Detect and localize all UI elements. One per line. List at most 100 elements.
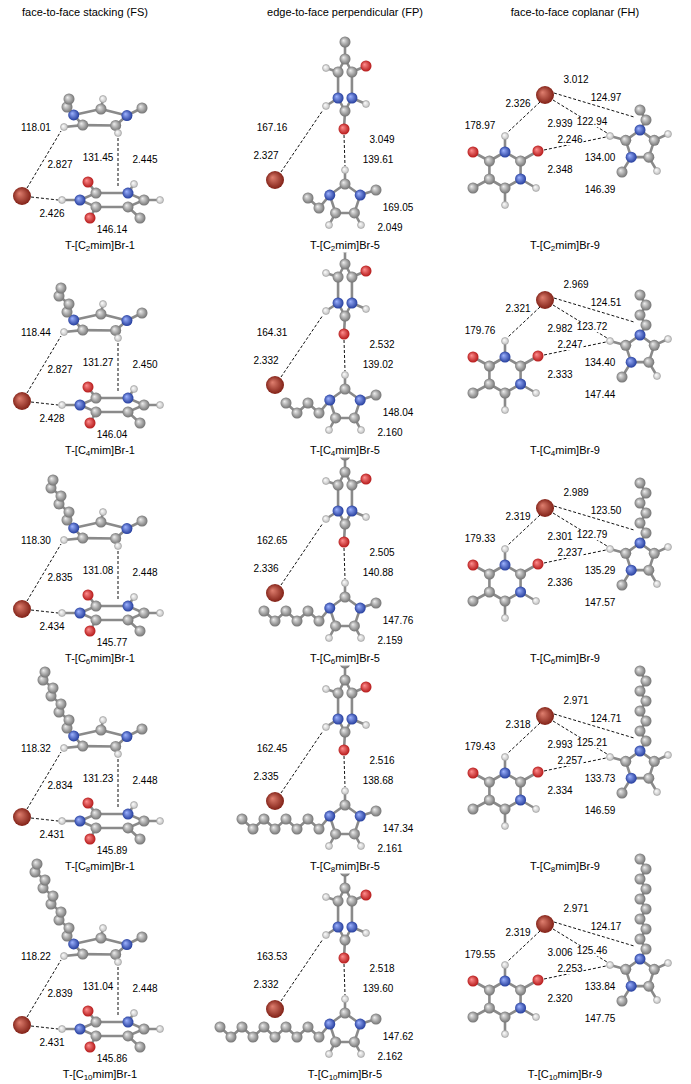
atom-ball xyxy=(323,103,330,110)
atom-ball xyxy=(91,406,102,417)
text-part: mim]Br-5 xyxy=(335,239,380,251)
bond-value: 2.334 xyxy=(546,786,573,796)
atom-ball xyxy=(324,811,335,822)
bond-value: 2.160 xyxy=(376,428,403,438)
atom-ball xyxy=(340,883,351,894)
text-part: 2.237 xyxy=(557,547,582,558)
atom-ball xyxy=(620,340,631,351)
atom-ball xyxy=(77,533,88,544)
bond-value: 146.59 xyxy=(584,806,617,816)
atom-ball xyxy=(323,724,330,731)
atom-ball xyxy=(48,475,59,486)
atom-ball xyxy=(326,843,333,850)
bond-value: 131.27 xyxy=(82,358,115,368)
bond-value: 179.76 xyxy=(464,326,497,336)
text-part: 2.327 xyxy=(253,150,278,161)
text-part: 139.02 xyxy=(363,359,394,370)
atom-ball xyxy=(515,587,526,598)
atom-ball xyxy=(13,808,31,826)
atom-ball xyxy=(56,491,67,502)
structure-name: T-[C6mim]Br-9 xyxy=(529,653,601,666)
text-part: 146.39 xyxy=(585,184,616,195)
atom-ball xyxy=(641,488,652,499)
atom-ball xyxy=(502,823,509,830)
atom-ball xyxy=(484,361,495,372)
atom-ball xyxy=(515,361,526,372)
text-part: 2.518 xyxy=(369,963,394,974)
atom-ball xyxy=(641,528,652,539)
atom-ball xyxy=(333,688,344,699)
atom-ball xyxy=(484,587,495,598)
atom-ball xyxy=(333,298,344,309)
atom-ball xyxy=(342,167,349,174)
atom-ball xyxy=(626,981,637,992)
atom-ball xyxy=(95,933,106,944)
bond-value: 2.333 xyxy=(546,370,573,380)
atom-ball xyxy=(340,54,351,65)
text-part: mim]Br-1 xyxy=(90,444,135,456)
atom-ball xyxy=(635,518,646,529)
atom-ball xyxy=(270,1032,281,1043)
bond-value: 2.505 xyxy=(368,548,395,558)
atom-ball xyxy=(617,167,628,178)
atom-ball xyxy=(361,61,372,72)
bond-value: 2.982 xyxy=(546,324,573,334)
bond-value: 179.55 xyxy=(464,950,497,960)
hydrogen-bond-line xyxy=(554,93,634,117)
atom-ball xyxy=(323,516,330,523)
text-part: 2.332 xyxy=(253,355,278,366)
text-part: 2.516 xyxy=(369,755,394,766)
bond-value: 2.257 xyxy=(556,756,583,766)
atom-ball xyxy=(654,581,661,588)
atom-ball xyxy=(139,195,150,206)
structure-name: T-[C8mim]Br-9 xyxy=(529,861,601,874)
atom-ball xyxy=(330,1036,341,1047)
atom-ball xyxy=(323,932,330,939)
atom-ball xyxy=(270,616,281,627)
atom-ball xyxy=(641,676,652,687)
atom-ball xyxy=(533,390,540,397)
text-part: 2.971 xyxy=(563,903,588,914)
bond-value: 2.246 xyxy=(556,135,583,145)
text-part: 125.21 xyxy=(577,737,608,748)
atom-ball xyxy=(515,1003,526,1014)
atom-ball xyxy=(635,934,646,945)
atom-ball xyxy=(110,120,121,131)
bond-value: 139.02 xyxy=(362,360,395,370)
text-part: 2.532 xyxy=(369,339,394,350)
atom-ball xyxy=(533,351,544,362)
atom-ball xyxy=(85,213,96,224)
text-part: 2.428 xyxy=(39,413,64,424)
atom-ball xyxy=(59,402,66,409)
text-part: 2.049 xyxy=(377,222,402,233)
atom-ball xyxy=(635,125,646,136)
text-part: 139.61 xyxy=(363,154,394,165)
atom-ball xyxy=(40,667,51,678)
bond-value: 131.08 xyxy=(82,566,115,576)
atom-ball xyxy=(484,777,495,788)
atom-ball xyxy=(139,1024,150,1035)
bond-value: 2.839 xyxy=(46,989,73,999)
bond-value: 163.53 xyxy=(256,952,289,962)
text-part: 2.993 xyxy=(547,739,572,750)
atom-ball xyxy=(13,392,31,410)
atom-ball xyxy=(48,683,59,694)
atom-ball xyxy=(100,301,107,308)
atom-ball xyxy=(91,393,102,404)
atom-ball xyxy=(64,923,75,934)
hydrogen-bond-line xyxy=(344,756,345,787)
text-part: T-[C xyxy=(530,652,551,664)
text-part: T-[C xyxy=(65,239,86,251)
atom-ball xyxy=(349,412,360,423)
atom-ball xyxy=(100,96,107,103)
atom-ball xyxy=(333,896,344,907)
atom-ball xyxy=(502,202,509,209)
atom-ball xyxy=(500,147,511,158)
atom-ball xyxy=(157,197,164,204)
bond-value: 2.827 xyxy=(46,365,73,375)
text-part: 131.27 xyxy=(83,357,114,368)
text-part: 169.05 xyxy=(383,202,414,213)
text-part: 148.04 xyxy=(383,407,414,418)
atom-ball xyxy=(330,412,341,423)
atom-ball xyxy=(59,197,66,204)
